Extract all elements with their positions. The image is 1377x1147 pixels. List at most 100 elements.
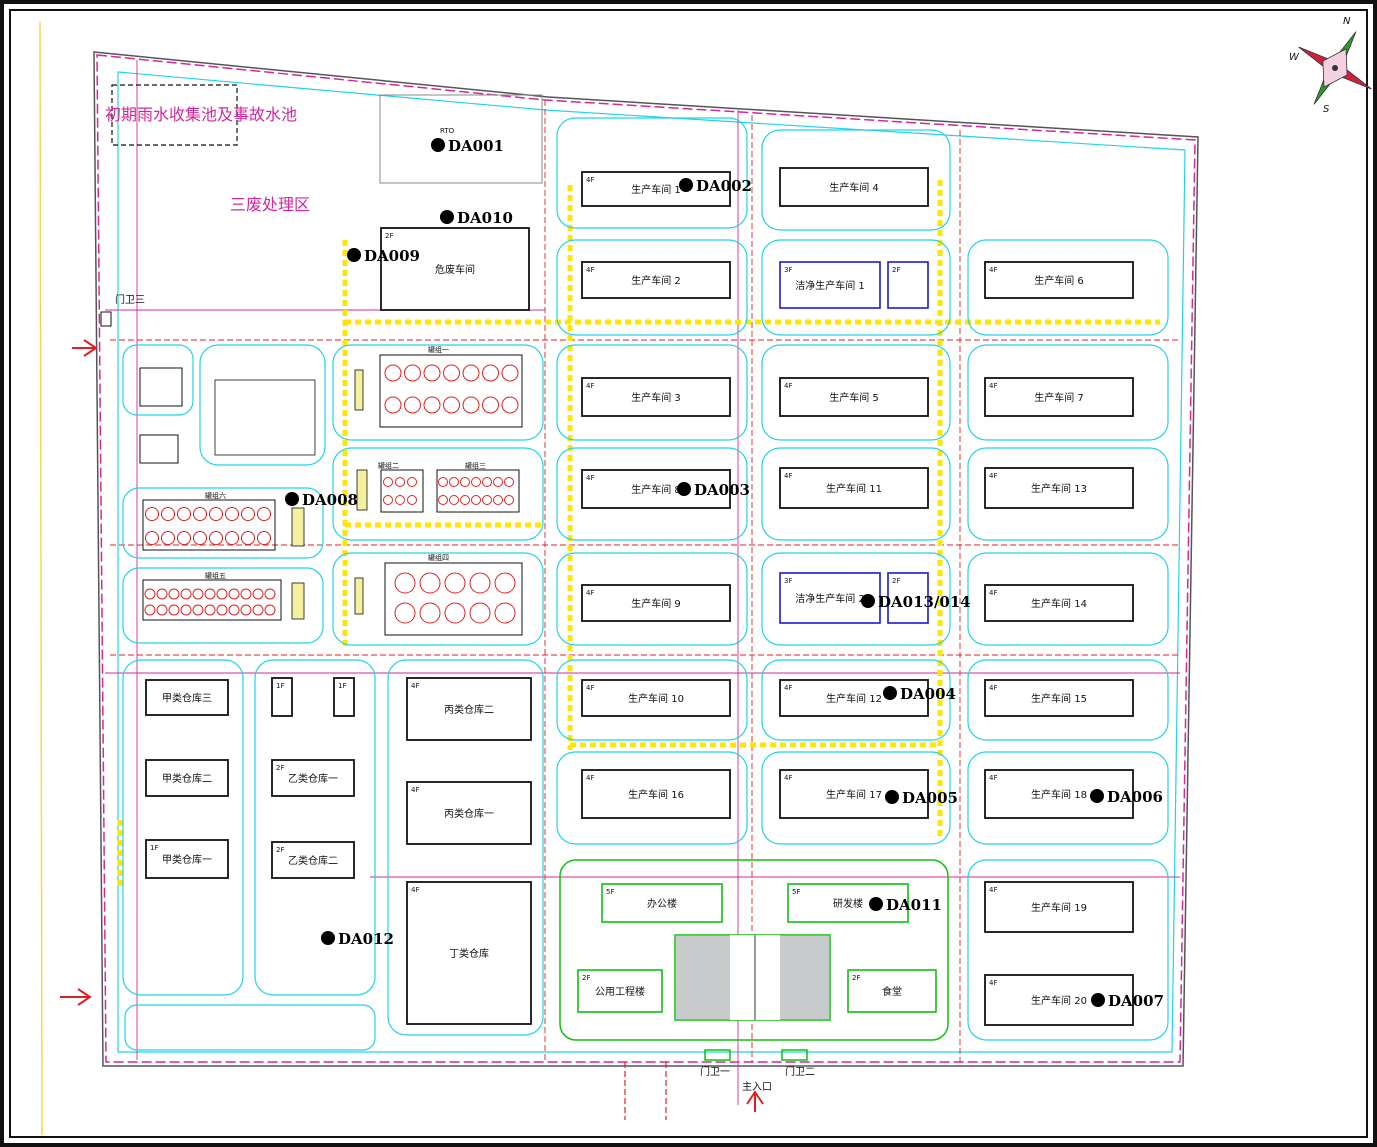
tank-icon	[482, 477, 492, 487]
tank-icon	[168, 588, 180, 600]
tank-icon	[228, 604, 240, 616]
tank-icon	[438, 495, 448, 505]
tank-icon	[482, 495, 492, 505]
svg-text:DA005: DA005	[902, 789, 958, 807]
grid-lines	[110, 100, 1180, 1062]
building-name: 生产车间 18	[1031, 788, 1087, 801]
building-name: 生产车间 20	[1031, 994, 1087, 1007]
floors-label: 4F	[989, 979, 997, 987]
tank-icon	[161, 507, 175, 521]
floors-label: 4F	[586, 176, 594, 184]
road-islands	[122, 117, 1169, 1051]
tank-icon	[494, 602, 516, 624]
floors-label: 1F	[150, 844, 158, 852]
tank-icon	[168, 604, 180, 616]
utility-block	[214, 379, 316, 456]
building-name: 生产车间 17	[826, 788, 882, 801]
fire-lanes	[117, 180, 1160, 890]
tank-icon	[257, 507, 271, 521]
tank-icon	[482, 364, 499, 382]
inner-frame	[9, 9, 1368, 1138]
tank-icon	[193, 507, 207, 521]
tank-area-3-label: 罐组三	[465, 461, 486, 470]
tank-icon	[469, 572, 491, 594]
marker-da012: DA012	[321, 930, 394, 948]
tank-icon	[395, 495, 405, 505]
tank-icon	[394, 602, 416, 624]
building-name: 生产车间 11	[826, 482, 882, 495]
marker-da007: DA007	[1091, 992, 1164, 1010]
tank-farm-6	[142, 499, 276, 551]
building-workshop-4: 生产车间 4	[779, 167, 929, 207]
pump-house	[139, 367, 183, 407]
floors-label: 4F	[586, 774, 594, 782]
tank-farm-1	[379, 354, 523, 428]
floors-label: 3F	[784, 266, 792, 274]
floors-label: 4F	[989, 382, 997, 390]
floors-label: 4F	[586, 589, 594, 597]
floors-label: 4F	[586, 266, 594, 274]
compass-n: N	[1343, 16, 1351, 27]
tank-area-1-label: 罐组一	[428, 345, 449, 354]
tank-icon	[407, 477, 417, 487]
tank-icon	[394, 572, 416, 594]
tank-icon	[443, 396, 460, 414]
floors-label: 2F	[385, 232, 393, 240]
building-aux-1: 2F	[887, 261, 929, 309]
tank-icon	[471, 495, 481, 505]
tank-icon	[257, 531, 271, 545]
floors-label: 4F	[784, 684, 792, 692]
floors-label: 4F	[989, 266, 997, 274]
svg-text:DA013/014: DA013/014	[878, 593, 971, 611]
tank-icon	[419, 572, 441, 594]
rainwater-pool-label: 初期雨水收集池及事故水池	[105, 105, 297, 124]
floors-label: 2F	[852, 974, 860, 982]
rto-label: RTO	[440, 127, 455, 135]
floors-label: 2F	[892, 577, 900, 585]
tank-icon	[501, 364, 519, 382]
tank-icon	[494, 572, 516, 594]
tank-icon	[449, 477, 459, 487]
tank-icon	[504, 477, 514, 487]
floors-label: 4F	[784, 472, 792, 480]
building-name: 甲类仓库一	[162, 853, 212, 866]
tank-farm-2	[380, 469, 520, 513]
floors-label: 4F	[586, 474, 594, 482]
building-name: 生产车间 4	[829, 181, 879, 194]
building-name: 乙类仓库一	[288, 772, 338, 785]
tank-icon	[462, 364, 480, 382]
marker-da005: DA005	[885, 789, 958, 807]
marker-da008: DA008	[285, 491, 358, 509]
svg-text:DA011: DA011	[886, 896, 942, 914]
waste-zone-label: 三废处理区	[230, 195, 310, 214]
tank-icon	[144, 604, 156, 616]
sw-entrance-arrow	[60, 988, 92, 1006]
floors-label: 5F	[606, 888, 614, 896]
tank-icon	[192, 588, 204, 600]
building-workshop-20: 4F 生产车间 20	[984, 974, 1134, 1026]
tank-icon	[144, 588, 156, 600]
tank-icon	[145, 531, 159, 545]
floors-label: 5F	[792, 888, 800, 896]
tank-icon	[438, 477, 448, 487]
tank-icon	[504, 495, 514, 505]
tank-icon	[145, 507, 159, 521]
marker-da006: DA006	[1090, 788, 1163, 806]
rto-area	[379, 94, 543, 184]
tank-area-4-label: 罐组四	[428, 553, 449, 562]
building-name: 丙类仓库一	[444, 807, 494, 820]
tank-icon	[469, 602, 491, 624]
building-name: 生产车间 2	[631, 274, 681, 287]
building-name: 公用工程楼	[595, 985, 645, 998]
floors-label: 4F	[989, 774, 997, 782]
